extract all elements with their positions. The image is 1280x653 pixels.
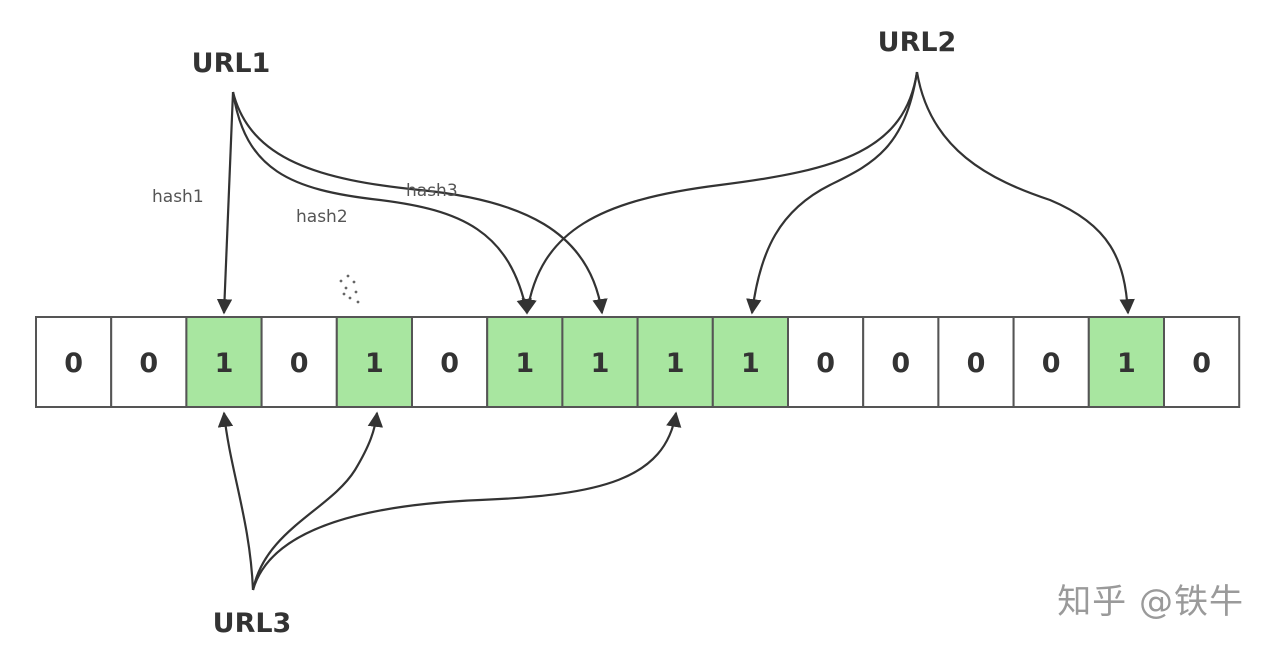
bit-cell-7 <box>561 316 639 408</box>
hash-arrows <box>216 71 1135 591</box>
url3-label: URL3 <box>213 608 292 639</box>
bit-value-9: 1 <box>741 348 760 379</box>
arrow-url3-c <box>251 411 682 591</box>
bit-cell-2 <box>185 316 263 408</box>
bit-value-13: 0 <box>1042 348 1061 379</box>
arrow-url2-c <box>915 71 1135 315</box>
arrow-url1-hash2 <box>231 91 532 315</box>
bit-value-14: 1 <box>1117 348 1136 379</box>
bit-value-10: 0 <box>816 348 835 379</box>
bit-value-8: 1 <box>666 348 685 379</box>
bit-cell-11 <box>862 316 940 408</box>
bit-cell-12 <box>937 316 1015 408</box>
arrow-url2-a <box>521 71 919 315</box>
bit-value-15: 0 <box>1192 348 1211 379</box>
bit-cell-6 <box>486 316 564 408</box>
bit-value-6: 1 <box>515 348 534 379</box>
bit-value-3: 0 <box>290 348 309 379</box>
bit-value-4: 1 <box>365 348 384 379</box>
bit-value-0: 0 <box>64 348 83 379</box>
bit-array: 0 0 1 0 1 0 1 1 1 1 0 0 0 0 1 0 <box>35 316 1241 408</box>
bit-cell-9 <box>711 316 789 408</box>
url2-label: URL2 <box>878 27 957 58</box>
arrow-url1-hash1 <box>216 91 235 315</box>
bit-value-5: 0 <box>440 348 459 379</box>
bit-value-2: 1 <box>215 348 234 379</box>
bit-cell-0 <box>35 316 113 408</box>
hash1-label: hash1 <box>152 187 204 207</box>
bit-cell-13 <box>1012 316 1090 408</box>
arrow-url3-a <box>217 411 255 591</box>
arrow-url3-b <box>251 411 384 591</box>
bit-cell-4 <box>335 316 413 408</box>
bit-value-12: 0 <box>967 348 986 379</box>
hash3-label: hash3 <box>406 181 458 201</box>
bit-value-1: 0 <box>139 348 158 379</box>
arrow-url1-hash3 <box>231 91 608 315</box>
bit-value-11: 0 <box>891 348 910 379</box>
bit-cell-15 <box>1163 316 1241 408</box>
bit-cell-1 <box>110 316 188 408</box>
hash2-label: hash2 <box>296 207 348 227</box>
bit-value-7: 1 <box>591 348 610 379</box>
watermark: 知乎 @铁牛 <box>1057 582 1244 622</box>
bit-cell-8 <box>636 316 714 408</box>
bit-cell-5 <box>411 316 489 408</box>
url1-label: URL1 <box>192 48 271 79</box>
arrow-url2-b <box>746 71 919 315</box>
cursor-icon <box>339 274 360 304</box>
